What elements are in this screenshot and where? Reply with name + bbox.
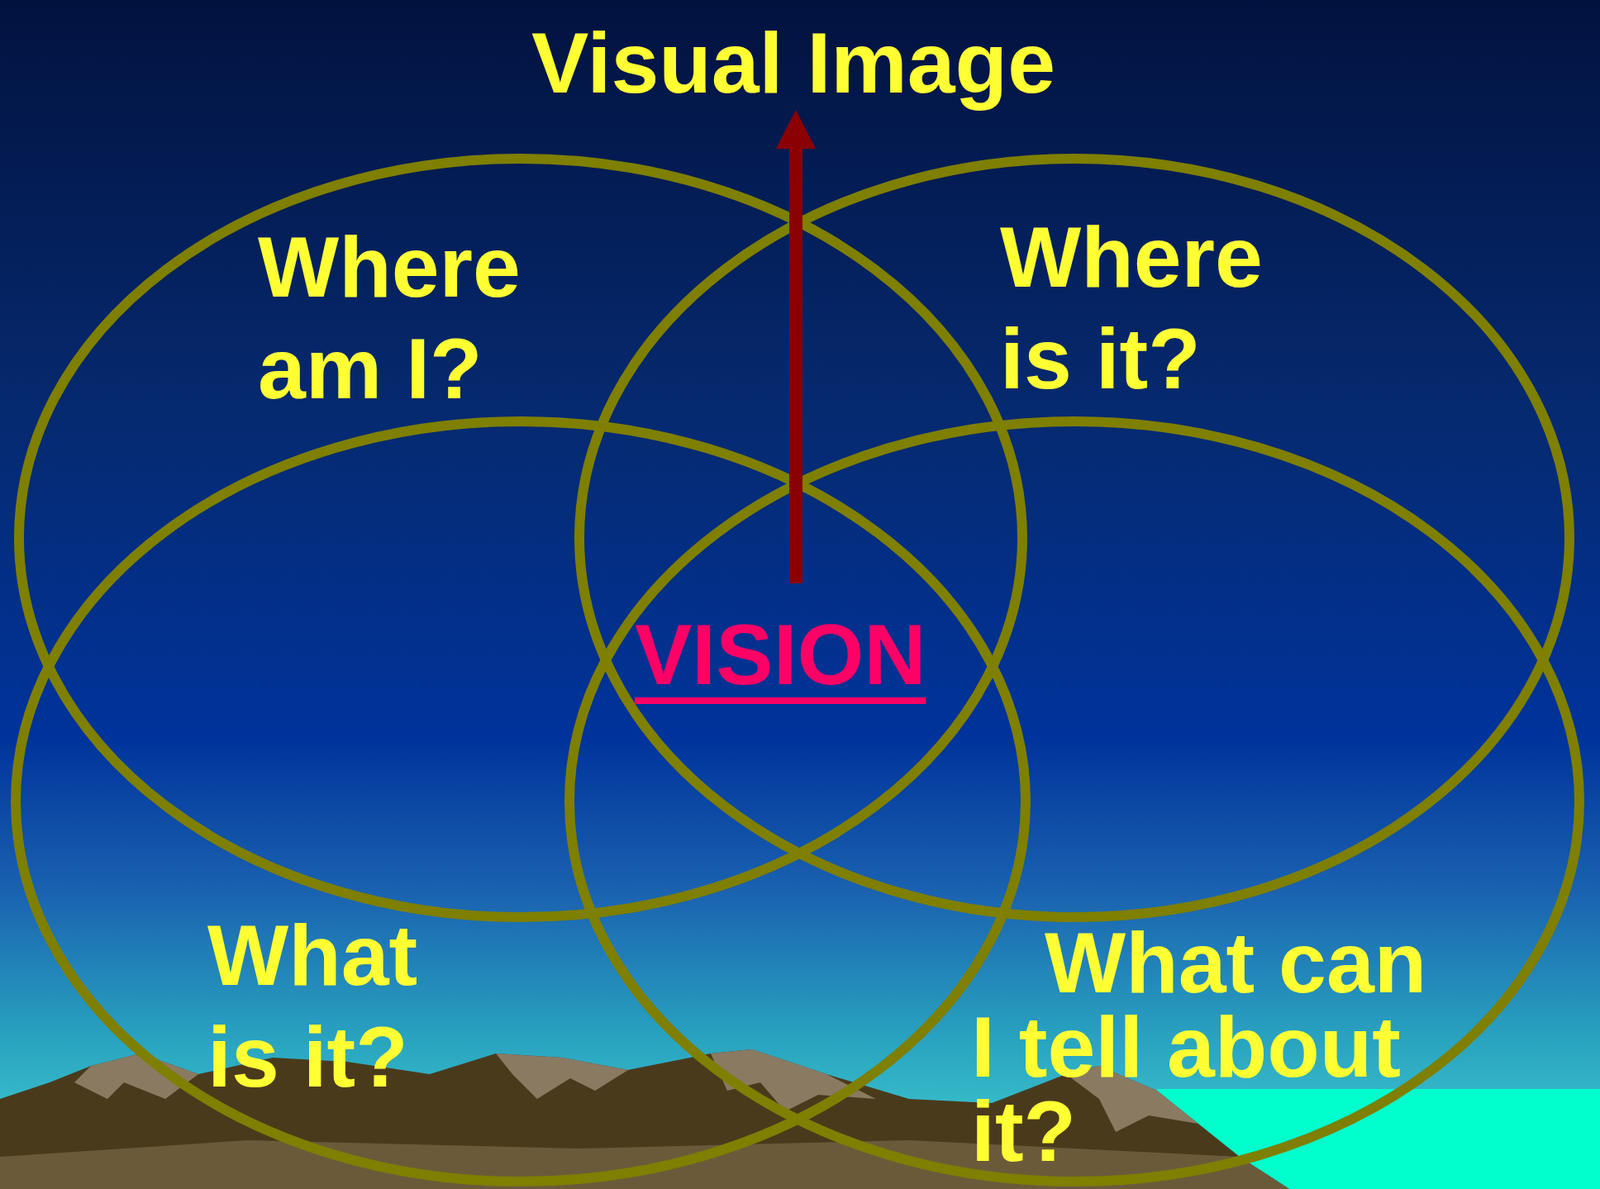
ellipse-outline xyxy=(15,421,1026,1182)
ellipse-region: What can I tell about it? xyxy=(564,416,1585,1187)
region-question: Where is it? xyxy=(1000,206,1298,410)
ellipse-region: Where am I? xyxy=(14,153,1028,923)
ellipse-outline xyxy=(10,416,1031,1187)
ellipse-outline xyxy=(579,158,1570,918)
mountains-light xyxy=(495,1053,629,1100)
ellipse-outline xyxy=(569,421,1580,1182)
region-question: What can I tell about it? xyxy=(971,921,1467,1175)
ellipse-outline xyxy=(19,158,1023,918)
diagram-title: Visual Image xyxy=(0,14,1587,114)
center-label: VISION xyxy=(634,605,927,705)
region-question: What is it? xyxy=(207,904,456,1108)
region-question: Where am I? xyxy=(257,216,556,420)
ellipse-region: Where is it? xyxy=(574,153,1575,923)
arrow-shaft xyxy=(789,145,803,584)
ellipse-region: What is it? xyxy=(10,416,1031,1187)
arrow-head xyxy=(776,109,816,149)
ellipse-outline xyxy=(14,153,1028,923)
